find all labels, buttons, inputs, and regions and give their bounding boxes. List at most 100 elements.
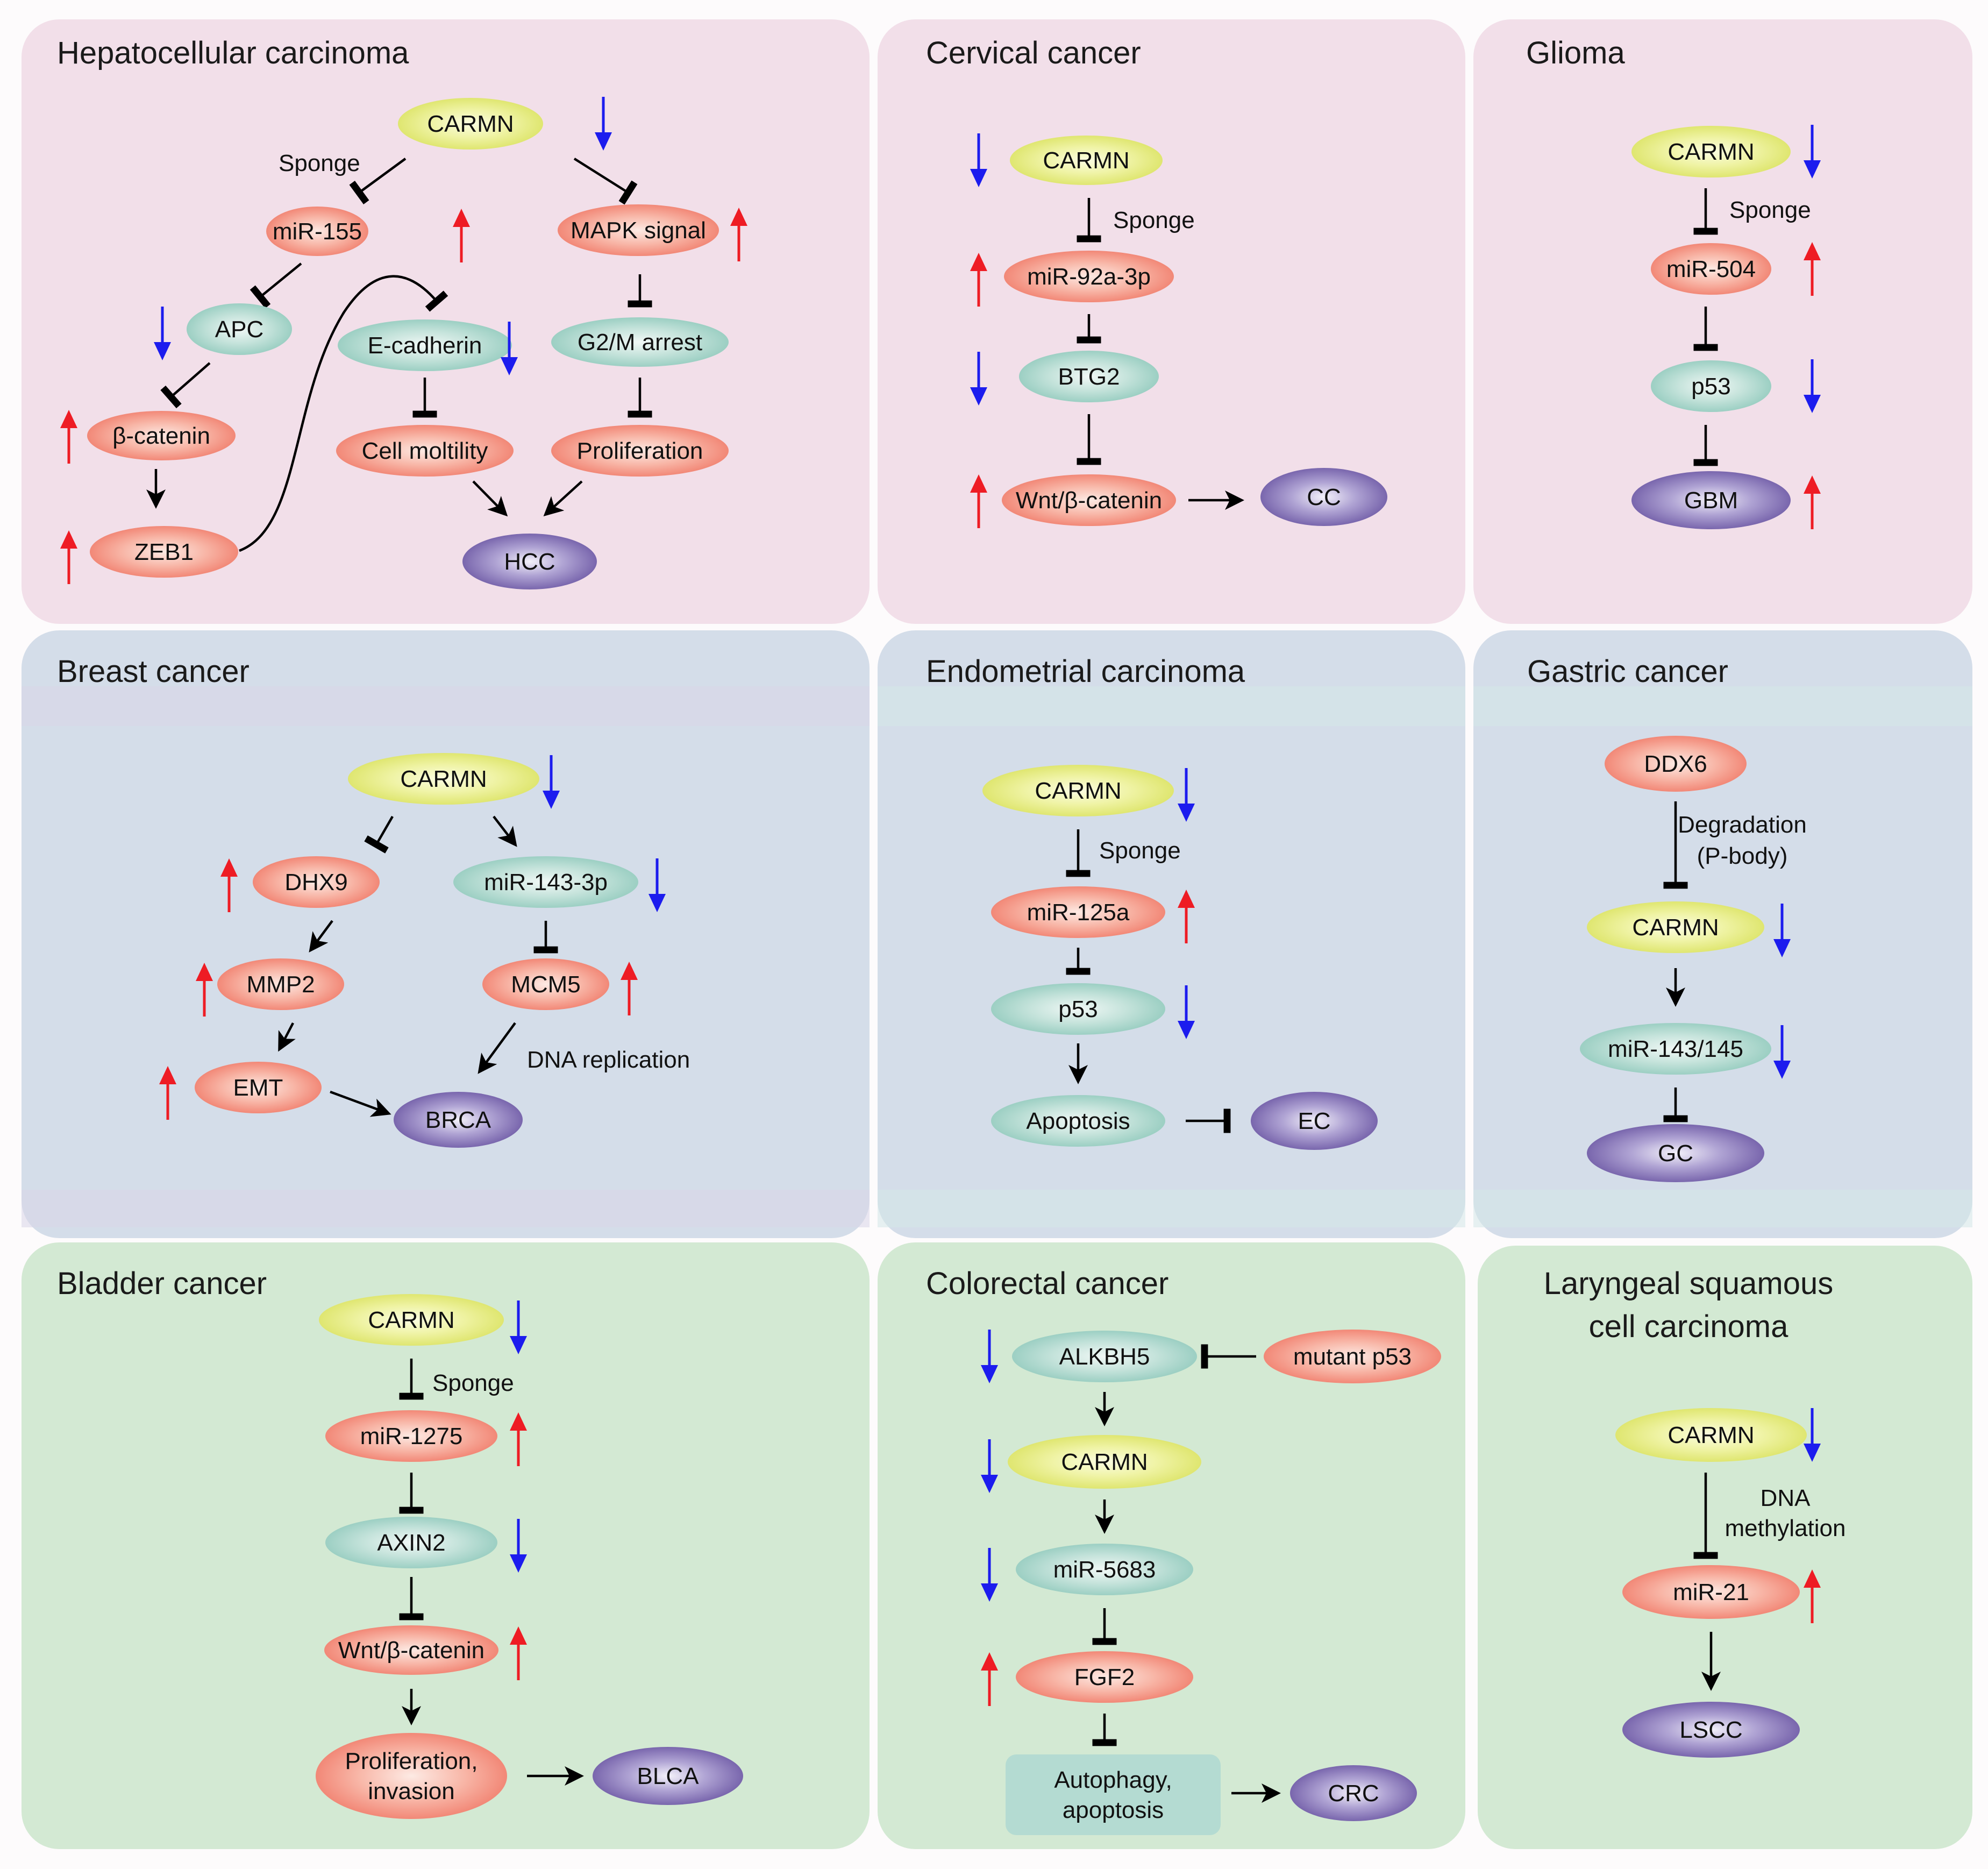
node-lscc: LSCC (1622, 1702, 1800, 1758)
node-label: GBM (1684, 487, 1738, 514)
node-label: DDX6 (1644, 751, 1707, 777)
blue-down-arrow-icon (154, 307, 171, 360)
node-label: CARMN (1035, 778, 1121, 804)
blue-down-arrow-icon (981, 1548, 998, 1602)
node-label: miR-155 (273, 218, 362, 245)
node-catenin: β-catenin (87, 411, 236, 460)
blue-down-arrow-icon (1804, 359, 1821, 413)
inhibition-edge (160, 362, 211, 409)
node-label: EC (1298, 1108, 1330, 1134)
node-e-cadherin: E-cadherin (338, 319, 512, 371)
panel-title-line: Colorectal cancer (926, 1266, 1168, 1301)
node-label: CC (1307, 484, 1341, 510)
node-mcm5: MCM5 (482, 958, 609, 1010)
red-up-arrow-icon (510, 1626, 527, 1680)
edge-label: Sponge (432, 1370, 514, 1396)
node-label: BLCA (637, 1763, 700, 1789)
node-axin2: AXIN2 (325, 1517, 497, 1568)
node-label: Proliferation (577, 438, 703, 464)
node-ddx6: DDX6 (1605, 736, 1747, 792)
node-carmn: CARMN (348, 753, 539, 805)
node-mir-143-3p: miR-143-3p (453, 856, 638, 908)
node-label: miR-504 (1666, 256, 1756, 282)
inhibition-edge (364, 815, 394, 854)
red-up-arrow-icon (1804, 242, 1821, 296)
node-carmn: CARMN (982, 765, 1174, 816)
panel-title: Breast cancer (57, 654, 250, 689)
node-label: p53 (1058, 996, 1098, 1022)
node-label: CARMN (1043, 147, 1129, 174)
node-mmp2: MMP2 (217, 958, 344, 1010)
panel-gastric-cancer: Gastric cancerDDX6CARMNmiR-143/145GCDegr… (1473, 630, 1972, 1238)
activation-arrow (472, 480, 508, 517)
red-up-arrow-icon (1804, 1569, 1821, 1623)
panel-title-line: Endometrial carcinoma (926, 654, 1245, 689)
panel-title-line: Gastric cancer (1527, 654, 1728, 689)
blue-down-arrow-icon (970, 133, 987, 187)
node-label: Wnt/β-catenin (1016, 487, 1162, 514)
panel-endometrial-carcinoma: Endometrial carcinomaCARMNmiR-125ap53Apo… (878, 630, 1465, 1238)
node-proliferation: Proliferation (551, 425, 729, 477)
node-label: miR-1275 (360, 1423, 463, 1449)
node-mapk-signal: MAPK signal (558, 204, 719, 256)
node-label: CARMN (368, 1307, 454, 1333)
blue-down-arrow-icon (1804, 1408, 1821, 1462)
red-up-arrow-icon (453, 209, 470, 262)
blue-down-arrow-icon (510, 1301, 527, 1354)
node-label: E-cadherin (368, 332, 482, 359)
node-carmn: CARMN (1615, 1408, 1807, 1462)
node-mutant-p53: mutant p53 (1264, 1330, 1441, 1383)
node-cc: CC (1260, 468, 1387, 526)
panel-title-line: Breast cancer (57, 654, 250, 689)
node-label: CARMN (1668, 1422, 1754, 1448)
node-proliferation-invasion: Proliferation, invasion (316, 1733, 507, 1819)
node-label: BRCA (425, 1107, 491, 1133)
red-up-arrow-icon (970, 474, 987, 528)
node-apc: APC (187, 303, 292, 355)
node-label: FGF2 (1074, 1664, 1135, 1690)
edge-label: DNA (1761, 1485, 1811, 1511)
node-label: G2/M arrest (578, 329, 702, 356)
node-label: p53 (1691, 373, 1730, 400)
panel-title-line: Hepatocellular carcinoma (57, 35, 409, 70)
node-apoptosis: Apoptosis (991, 1095, 1165, 1147)
node-label: β-catenin (112, 423, 210, 449)
panel-title: Glioma (1526, 35, 1625, 70)
node-label: invasion (368, 1778, 454, 1804)
node-label: mutant p53 (1293, 1344, 1412, 1370)
node-label: GC (1658, 1140, 1693, 1167)
node-mir-155: miR-155 (266, 207, 368, 256)
node-label: Proliferation, (345, 1748, 478, 1774)
node-carmn: CARMN (1010, 136, 1163, 185)
node-mir-1275: miR-1275 (325, 1410, 497, 1462)
node-mir-21: miR-21 (1622, 1565, 1800, 1619)
node-label: MAPK signal (571, 217, 706, 244)
panel-title-line: Cervical cancer (926, 35, 1141, 70)
node-label: DHX9 (284, 869, 347, 896)
node-label: Autophagy, (1054, 1767, 1172, 1793)
node-label: HCC (504, 549, 555, 575)
node-label: MMP2 (246, 971, 315, 998)
panel-title: Endometrial carcinoma (926, 654, 1245, 689)
blue-down-arrow-icon (543, 755, 560, 809)
node-carmn: CARMN (1631, 126, 1791, 177)
node-label: AXIN2 (377, 1530, 445, 1556)
inhibition-edge (349, 158, 407, 204)
activation-arrow (309, 920, 333, 953)
panel-title-line: cell carcinoma (1589, 1309, 1789, 1344)
blue-down-arrow-icon (649, 858, 666, 912)
activation-arrow (493, 815, 517, 847)
edge-label: methylation (1725, 1515, 1846, 1541)
panel-title: Laryngeal squamous cell carcinoma (1544, 1266, 1833, 1344)
node-label: APC (215, 316, 263, 343)
node-mir-92a-3p: miR-92a-3p (1004, 251, 1174, 302)
activation-arrow (543, 480, 583, 517)
panel-title-line: Laryngeal squamous (1544, 1266, 1833, 1301)
edge-label: Sponge (279, 150, 360, 176)
blue-down-arrow-icon (510, 1519, 527, 1573)
red-up-arrow-icon (1804, 475, 1821, 529)
